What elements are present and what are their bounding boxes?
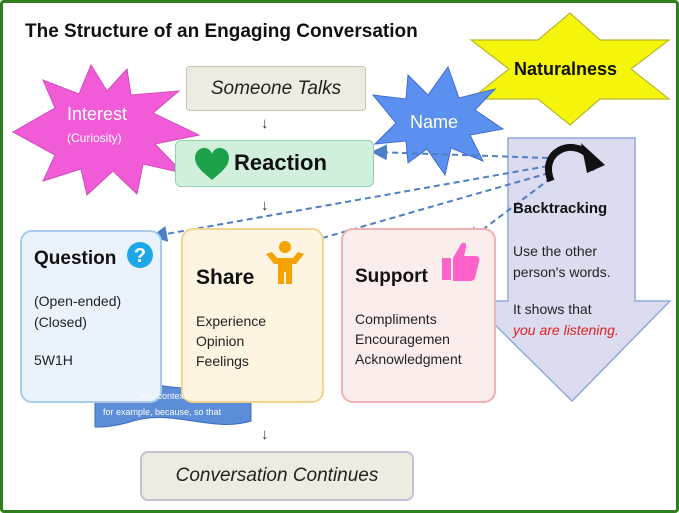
heart-icon (195, 147, 229, 180)
interest-starburst (11, 63, 201, 196)
backtracking-arrow (469, 137, 672, 403)
support-line-1: Compliments (355, 311, 437, 327)
support-line-2: Encouragemen (355, 331, 450, 347)
backtracking-title: Backtracking (513, 200, 608, 217)
backtracking-line-2: person's words. (513, 264, 611, 280)
svg-text:?: ? (134, 245, 146, 267)
down-arrow-2: ↓ (261, 197, 269, 214)
share-line-3: Feelings (196, 353, 249, 369)
thumbs-up-icon (442, 242, 480, 281)
curved-arrow-icon (545, 143, 605, 183)
backtracking-line-3: It shows that (513, 301, 592, 317)
reaction-label: Reaction (234, 150, 327, 175)
question-icon: ? (127, 242, 153, 268)
share-line-2: Opinion (196, 333, 245, 349)
question-line-1: (Open-ended) (34, 293, 122, 309)
connector-layer (11, 12, 672, 428)
interest-label: Interest (67, 104, 128, 124)
name-label: Name (410, 112, 459, 132)
interest-sub: (Curiosity) (67, 131, 122, 145)
reaction-box: Reaction (175, 140, 374, 187)
support-title: Support (355, 266, 428, 287)
share-box: Share Experience Opinion Feelings (181, 228, 324, 403)
support-box: Support Compliments Encouragemen Acknowl… (341, 228, 496, 403)
naturalness-label: Naturalness (514, 59, 618, 79)
question-line-2: (Closed) (34, 314, 87, 330)
low-context-line-2: for example, because, so that (103, 407, 222, 417)
name-starburst (371, 65, 505, 177)
connector-question (151, 165, 549, 242)
support-line-3: Acknowledgment (355, 351, 462, 367)
share-line-1: Experience (196, 313, 267, 329)
conversation-continues-box: Conversation Continues (140, 451, 414, 501)
backtracking-highlight: you are listening. (513, 322, 619, 338)
low-context-line-1: low-context (141, 391, 187, 401)
person-shrug-icon (266, 241, 304, 284)
down-arrow-1: ↓ (261, 115, 269, 132)
question-box: Question ? (Open-ended) (Closed) 5W1H (20, 230, 162, 403)
question-line-3: 5W1H (34, 352, 73, 368)
page-title: The Structure of an Engaging Conversatio… (25, 21, 418, 42)
backtracking-line-1: Use the other (513, 243, 598, 259)
question-title: Question (34, 248, 117, 269)
down-arrow-3: ↓ (261, 426, 269, 443)
share-title: Share (196, 266, 255, 289)
connector-reaction (371, 144, 549, 161)
someone-talks-box: Someone Talks (186, 66, 366, 111)
